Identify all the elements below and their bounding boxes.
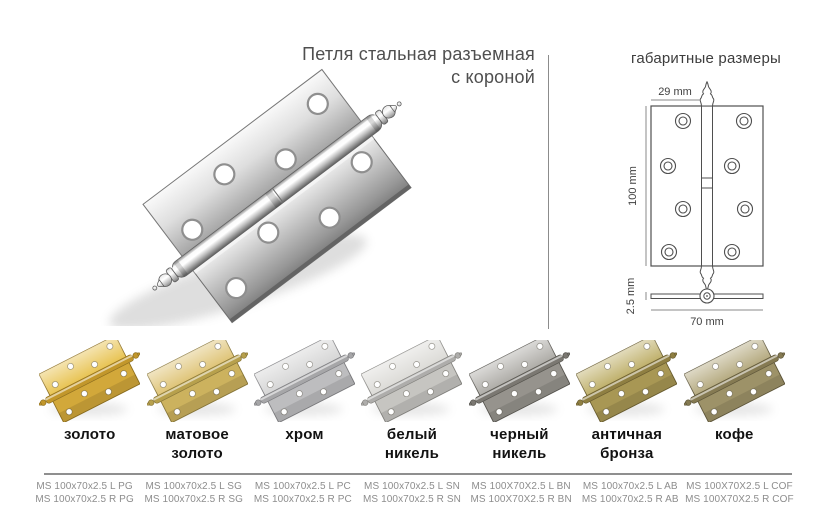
variant-card-chrome: хром — [251, 340, 358, 463]
hinge-thumbnail-icon — [469, 340, 570, 422]
code-right-hand: MS 100x70x2.5 R AB — [581, 494, 679, 505]
variant-label: хром — [285, 426, 324, 443]
variant-label: кофе — [714, 426, 754, 443]
code-right-hand: MS 100X70X2.5 R BN — [470, 494, 572, 505]
variant-card-black-nickel: черный никель — [466, 340, 573, 463]
code-column: MS 100X70X2.5 L BN MS 100X70X2.5 R BN — [467, 480, 576, 506]
page-title-line1: Петля стальная разъемная — [302, 44, 535, 64]
article-codes-row: MS 100x70x2.5 L PG MS 100x70x2.5 R PG MS… — [30, 480, 794, 506]
dim-height-label: 100 mm — [627, 166, 639, 206]
variant-card-coffee: кофе — [681, 340, 788, 463]
code-right-hand: MS 100X70X2.5 R COF — [685, 494, 794, 505]
hinge-thumbnail-icon — [39, 340, 140, 422]
code-left-hand: MS 100x70x2.5 L PG — [36, 481, 133, 492]
crown-finial-icon — [152, 267, 179, 291]
variant-label: античная бронза — [591, 426, 663, 462]
code-column: MS 100x70x2.5 L SN MS 100x70x2.5 R SN — [357, 480, 466, 506]
code-left-hand: MS 100x70x2.5 L SG — [145, 481, 242, 492]
code-left-hand: MS 100x70x2.5 L SN — [364, 481, 460, 492]
codes-divider — [44, 473, 792, 475]
variant-card-gold: золото — [36, 340, 143, 463]
hinge-thumbnail-icon — [254, 340, 355, 422]
hinge-thumbnail-icon — [147, 340, 248, 422]
code-right-hand: MS 100x70x2.5 R PC — [253, 494, 352, 505]
variant-label: золото — [63, 426, 116, 443]
side-view — [650, 288, 764, 304]
code-left-hand: MS 100x70x2.5 L AB — [582, 481, 678, 492]
code-column: MS 100x70x2.5 L AB MS 100x70x2.5 R AB — [576, 480, 685, 506]
front-view-outline — [650, 105, 764, 267]
variant-card-white-nickel: белый никель — [358, 340, 465, 463]
finish-variants-row: золото матовое золото хром белый никель … — [36, 340, 788, 463]
hinge-product-photo — [109, 68, 412, 326]
variant-card-antique-bronze: античная бронза — [573, 340, 680, 463]
code-left-hand: MS 100X70X2.5 L BN — [471, 481, 571, 492]
variant-label: матовое золото — [165, 426, 229, 462]
variant-label: белый никель — [384, 426, 440, 462]
code-column: MS 100x70x2.5 L PG MS 100x70x2.5 R PG — [30, 480, 139, 506]
variant-label: черный никель — [490, 426, 549, 462]
hinge-thumbnail-icon — [361, 340, 462, 422]
vertical-divider — [548, 55, 549, 329]
code-right-hand: MS 100x70x2.5 R SG — [144, 494, 243, 505]
dim-thickness-label: 2.5 mm — [625, 278, 637, 315]
code-column: MS 100X70X2.5 L COF MS 100X70X2.5 R COF — [685, 480, 794, 506]
dim-pin-offset-label: 29 mm — [658, 86, 692, 98]
dimensions-section-title: габаритные размеры — [630, 50, 781, 67]
code-column: MS 100x70x2.5 L SG MS 100x70x2.5 R SG — [139, 480, 248, 506]
dimensions-diagram: 29 mm 100 mm 2.5 mm 70 mm — [625, 80, 764, 328]
hinge-thumbnail-icon — [684, 340, 785, 422]
hinge-thumbnail-icon — [576, 340, 677, 422]
screw-holes — [659, 112, 754, 261]
code-right-hand: MS 100x70x2.5 R SN — [363, 494, 461, 505]
crown-finial-icon — [375, 101, 402, 125]
code-column: MS 100x70x2.5 L PC MS 100x70x2.5 R PC — [248, 480, 357, 506]
page-title: Петля стальная разъемная с короной — [240, 43, 535, 89]
code-left-hand: MS 100x70x2.5 L PC — [254, 481, 351, 492]
page-title-line2: с короной — [451, 67, 535, 87]
dim-width-label: 70 mm — [690, 316, 724, 328]
code-left-hand: MS 100X70X2.5 L COF — [686, 481, 793, 492]
variant-card-matte-gold: матовое золото — [143, 340, 250, 463]
code-right-hand: MS 100x70x2.5 R PG — [35, 494, 134, 505]
